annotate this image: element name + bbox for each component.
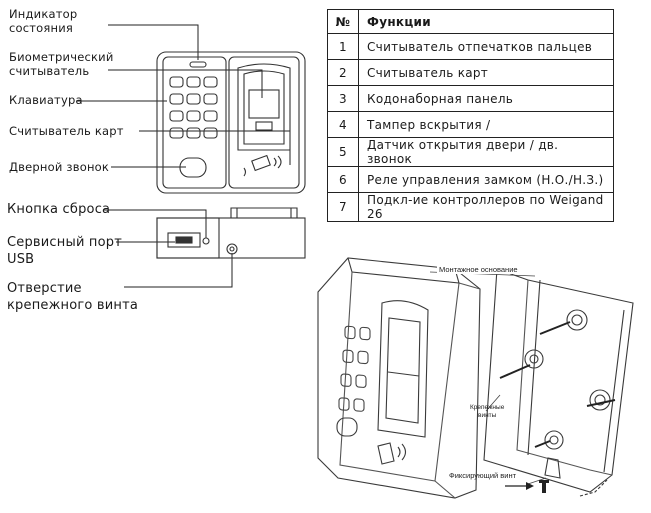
row-num: 2: [327, 59, 359, 86]
card-reader-icon: [243, 154, 282, 177]
row-num: 3: [327, 85, 359, 112]
screw-hole-icon: [226, 243, 238, 255]
table-row: 1 Считыватель отпечатков пальцев: [327, 33, 614, 60]
status-led-icon: [189, 61, 207, 68]
mounting-screws-icon: [499, 321, 616, 448]
base-boss-1-icon: [566, 309, 588, 331]
table-row: 5 Датчик открытия двери / дв. звонок: [327, 137, 614, 167]
keypad-icon: [169, 76, 218, 139]
table-row: 7 Подкл-ие контроллеров по Weigand 26: [327, 192, 614, 222]
reset-button-icon: [202, 237, 210, 245]
row-num: 5: [327, 137, 359, 167]
table-row: 6 Реле управления замком (Н.О./Н.З.): [327, 166, 614, 193]
row-func: Реле управления замком (Н.О./Н.З.): [358, 166, 614, 193]
fingerprint-housing: [237, 63, 291, 151]
iso-doorbell-icon: [336, 417, 358, 437]
iso-card-icon: [377, 442, 395, 465]
row-func: Тампер вскрытия /: [358, 111, 614, 138]
callout-usb-port: Сервисный порт USB: [7, 235, 123, 267]
row-func: Подкл-ие контроллеров по Weigand 26: [358, 192, 614, 222]
device-iso-view: [317, 257, 481, 499]
base-boss-4-icon: [544, 430, 564, 450]
row-num: 1: [327, 33, 359, 60]
label-mounting-base: Монтажное основание: [437, 265, 520, 274]
base-boss-2-icon: [524, 349, 544, 369]
leader-biometric-reader: [108, 69, 263, 98]
callout-biometric-reader: Биометрический считыватель: [9, 50, 114, 78]
table-row: 3 Кодонаборная панель: [327, 85, 614, 112]
label-mounting-screws: Крепежные винты: [470, 404, 505, 419]
usb-port-icon: [167, 232, 201, 248]
device-bottom-view: [156, 207, 306, 259]
functions-table: № Функции 1 Считыватель отпечатков пальц…: [327, 9, 614, 222]
mounting-base: [483, 268, 634, 497]
leader-screw-hole: [124, 253, 233, 288]
row-func: Кодонаборная панель: [358, 85, 614, 112]
leader-card-reader: [139, 130, 291, 165]
table-row: 4 Тампер вскрытия /: [327, 111, 614, 138]
table-header-row: № Функции: [327, 9, 614, 34]
base-boss-3-icon: [589, 389, 611, 411]
header-func: Функции: [358, 9, 614, 34]
fixing-screw-icon: [539, 480, 549, 493]
leader-status-indicator: [108, 24, 199, 60]
callout-card-reader: Считыватель карт: [9, 124, 124, 138]
leader-reset-button: [104, 209, 207, 238]
callout-reset-button: Кнопка сброса: [7, 202, 111, 217]
row-num: 7: [327, 192, 359, 222]
row-num: 4: [327, 111, 359, 138]
doorbell-button-icon: [179, 157, 207, 178]
label-fixing-screw: Фиксирующий винт: [449, 471, 517, 480]
device-front-view: [156, 51, 306, 194]
row-func: Считыватель карт: [358, 59, 614, 86]
row-func: Датчик открытия двери / дв. звонок: [358, 137, 614, 167]
callout-doorbell: Дверной звонок: [9, 160, 110, 174]
fingerprint-sensor-icon: [248, 89, 280, 119]
row-num: 6: [327, 166, 359, 193]
fix-screw-arrow-icon: [505, 482, 534, 490]
row-func: Считыватель отпечатков пальцев: [358, 33, 614, 60]
iso-fingerprint-housing: [377, 300, 429, 438]
callout-status-indicator: Индикатор состояния: [9, 7, 78, 35]
callout-keypad: Клавиатура: [9, 93, 83, 107]
iso-keypad-icon: [338, 325, 371, 412]
header-num: №: [327, 9, 359, 34]
callout-screw-hole: Отверстие крепежного винта: [7, 281, 139, 313]
table-row: 2 Считыватель карт: [327, 59, 614, 86]
